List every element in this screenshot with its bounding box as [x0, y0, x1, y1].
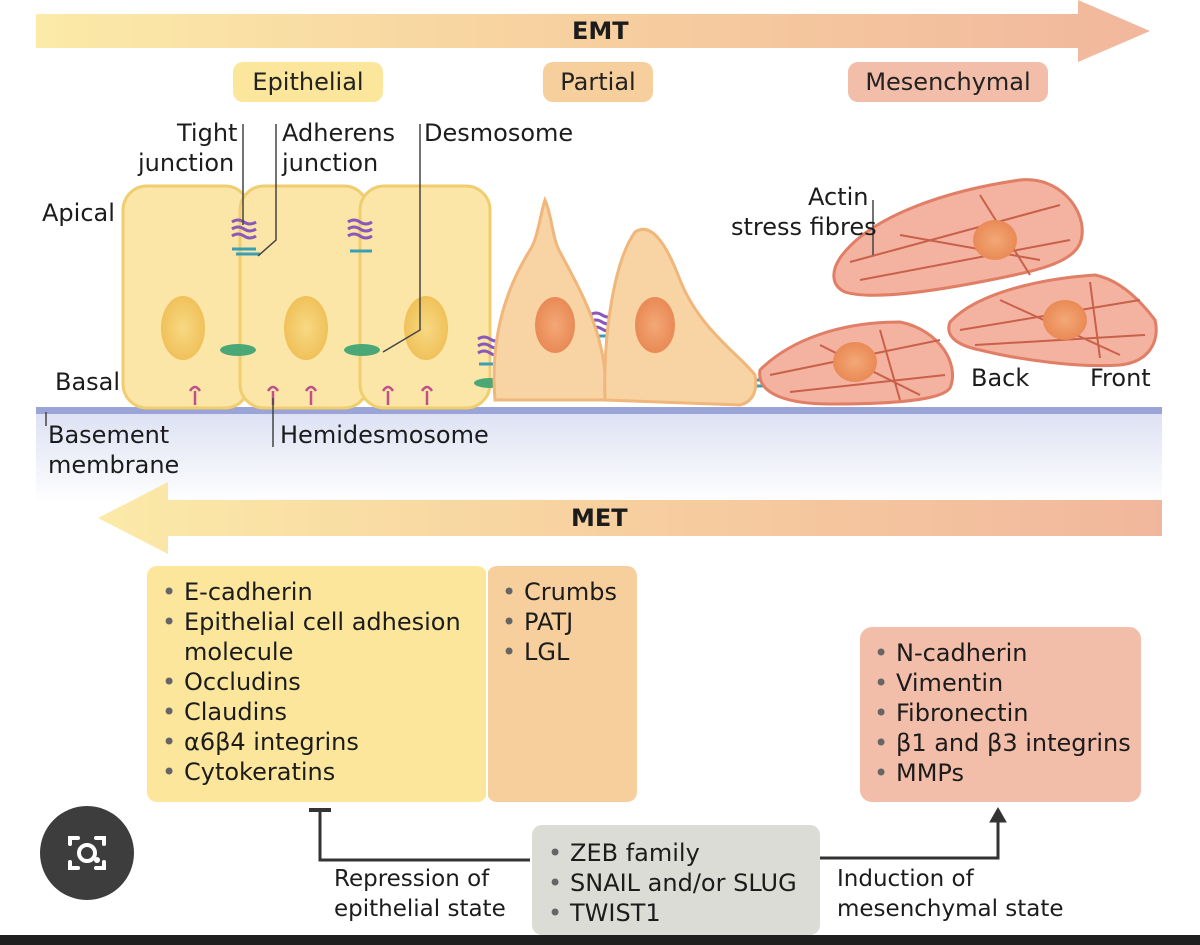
induction-label-line1: Induction of	[837, 866, 974, 892]
partial-state-pill: Partial	[543, 62, 653, 102]
list-item: Occludins	[150, 667, 485, 697]
epithelial-cells	[121, 184, 492, 410]
desmosome-label: Desmosome	[424, 119, 574, 147]
list-item: SNAIL and/or SLUG	[536, 868, 818, 898]
basement-membrane-band	[36, 413, 1162, 503]
epithelial-marker-list: E-cadherin Epithelial cell adhesion mole…	[150, 577, 485, 787]
list-item: Cytokeratins	[150, 757, 485, 787]
epithelial-state-pill: Epithelial	[233, 62, 383, 102]
tight-junction-label-line1: Tight	[177, 119, 238, 147]
list-item: MMPs	[862, 758, 1138, 788]
hemidesmosome-label: Hemidesmosome	[280, 421, 489, 449]
mesenchymal-marker-list: N-cadherin Vimentin Fibronectin β1 and β…	[862, 638, 1138, 788]
mesenchymal-cells	[758, 178, 1158, 406]
apical-label: Apical	[42, 199, 115, 227]
induction-label-line2: mesenchymal state	[837, 896, 1064, 922]
transcription-factor-list: ZEB family SNAIL and/or SLUG TWIST1	[536, 838, 818, 928]
basal-label: Basal	[55, 368, 121, 396]
adherens-junction-label-line2: junction	[282, 149, 379, 177]
list-item: N-cadherin	[862, 638, 1138, 668]
leader-lines	[45, 124, 1007, 862]
camera-search-button[interactable]	[40, 806, 134, 900]
camera-search-icon	[68, 836, 106, 870]
list-item: E-cadherin	[150, 577, 485, 607]
repression-label-line2: epithelial state	[334, 896, 506, 922]
list-item: β1 and β3 integrins	[862, 728, 1138, 758]
list-item: LGL	[490, 637, 635, 667]
basement-membrane-label-line1: Basement	[48, 421, 170, 449]
list-item: PATJ	[490, 607, 635, 637]
list-item: TWIST1	[536, 898, 818, 928]
met-label: MET	[571, 504, 628, 532]
basement-membrane-label-line2: membrane	[48, 451, 180, 479]
list-item: Crumbs	[490, 577, 635, 607]
list-item: α6β4 integrins	[150, 727, 485, 757]
front-label: Front	[1090, 364, 1151, 392]
actin-label-line2: stress fibres	[731, 213, 877, 241]
back-label: Back	[971, 364, 1030, 392]
partial-cells	[492, 195, 758, 407]
polarity-marker-list: Crumbs PATJ LGL	[490, 577, 635, 667]
met-arrow	[98, 482, 1162, 554]
mesenchymal-state-pill: Mesenchymal	[848, 62, 1048, 102]
list-item: Fibronectin	[862, 698, 1138, 728]
list-item: ZEB family	[536, 838, 818, 868]
list-item: Claudins	[150, 697, 485, 727]
basement-membrane-line	[36, 407, 1162, 414]
adherens-junction-label-line1: Adherens	[282, 119, 396, 147]
list-item: Vimentin	[862, 668, 1138, 698]
tight-junction-label-line2: junction	[138, 149, 235, 177]
list-item: Epithelial cell adhesion molecule	[150, 607, 485, 667]
emt-arrow	[36, 0, 1150, 62]
bottom-strip	[0, 935, 1200, 945]
emt-label: EMT	[572, 17, 629, 45]
repression-label-line1: Repression of	[334, 866, 490, 892]
actin-label-line1: Actin	[808, 183, 869, 211]
